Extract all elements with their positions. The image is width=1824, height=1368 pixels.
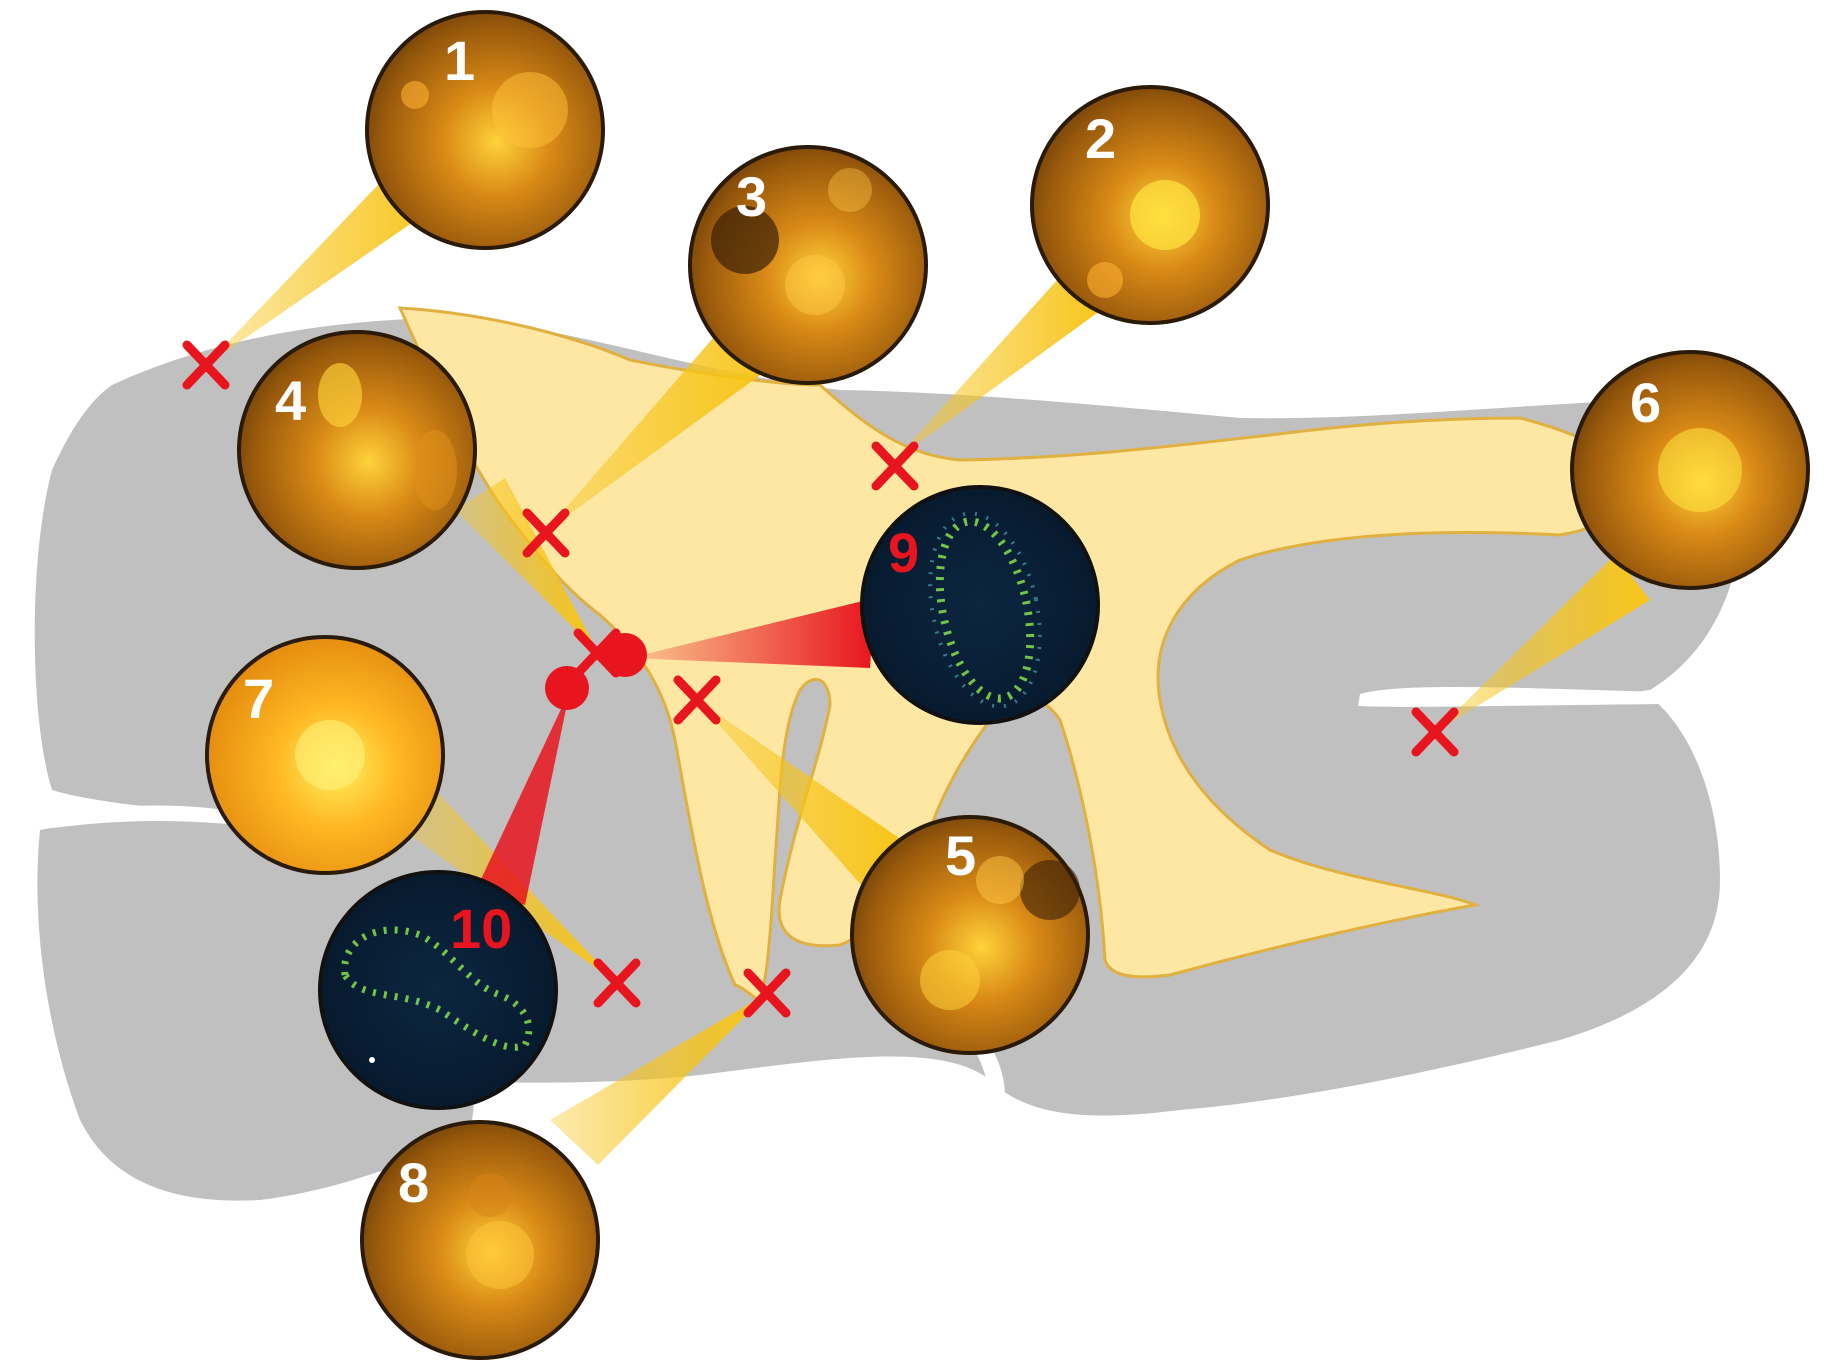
beam-2	[895, 268, 1108, 460]
beam-6	[1435, 555, 1650, 732]
beam-9	[630, 598, 875, 668]
view-label: 5	[945, 824, 976, 887]
fluorescence-view-2: 2	[1030, 85, 1270, 325]
view-label: 4	[275, 369, 306, 432]
fluorescence-view-6: 6	[1570, 350, 1810, 590]
fluorescence-view-3: 3	[688, 145, 928, 385]
view-label: 6	[1630, 371, 1661, 434]
beam-3	[545, 330, 770, 532]
cross-marker	[522, 508, 570, 558]
cross-marker	[593, 958, 641, 1008]
fluorescence-view-8: 8	[360, 1120, 600, 1360]
beam-4	[455, 478, 598, 652]
fluorescence-view-9: 9	[860, 485, 1100, 725]
view-label: 7	[243, 667, 274, 730]
cross-marker	[1411, 707, 1459, 757]
cross-marker	[182, 340, 230, 390]
view-label: 1	[444, 29, 475, 92]
view-label: 10	[450, 897, 512, 960]
fluorescence-view-5: 5	[850, 815, 1090, 1055]
fluorescence-view-4: 4	[237, 330, 477, 570]
beam-10	[475, 690, 570, 905]
view-label: 9	[888, 521, 919, 584]
cross-marker	[743, 968, 791, 1018]
beam-8	[550, 993, 768, 1165]
markers	[182, 340, 1459, 1018]
beam-1	[205, 167, 445, 366]
dot-marker	[545, 666, 589, 710]
view-label: 8	[398, 1151, 429, 1214]
beam-5	[697, 700, 905, 895]
tissue-gap-left	[50, 805, 260, 828]
cross-marker	[673, 675, 721, 725]
view-label: 2	[1085, 107, 1116, 170]
fluorescence-view-1: 1	[365, 10, 605, 250]
beams	[205, 167, 1650, 1165]
fluorescence-view-7: 7	[205, 635, 445, 875]
tissue-gap-bottom	[975, 1045, 1006, 1130]
cross-marker	[871, 441, 919, 491]
fluorescence-view-10: 10	[318, 870, 558, 1110]
tissue-gap-right	[1358, 687, 1660, 707]
dot-marker	[603, 633, 647, 677]
view-label: 3	[736, 165, 767, 228]
